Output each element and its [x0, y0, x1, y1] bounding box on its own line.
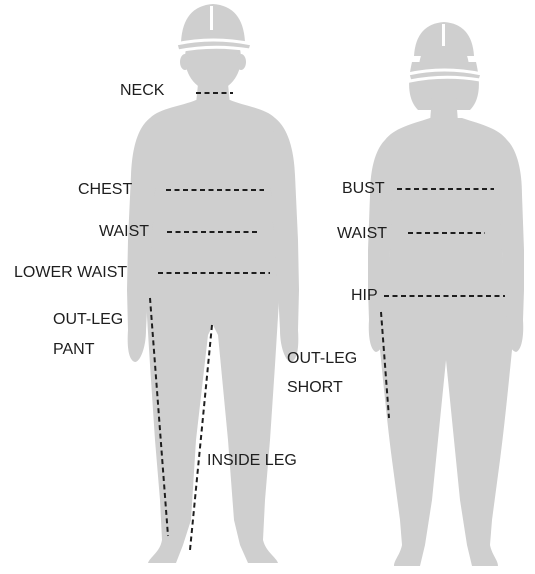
female-waist-label: WAIST	[337, 224, 387, 244]
waist-label: WAIST	[99, 222, 149, 242]
female-body	[379, 118, 513, 566]
out-leg-short-label-line1: OUT-LEG	[287, 349, 357, 369]
chest-label: CHEST	[78, 180, 132, 200]
hard-hat-icon	[176, 4, 252, 51]
lower-waist-label: LOWER WAIST	[14, 263, 127, 283]
female-figure	[368, 22, 524, 566]
male-body	[142, 100, 283, 563]
inside-leg-label: INSIDE LEG	[207, 451, 297, 471]
out-leg-short-label-line2: SHORT	[287, 378, 343, 398]
hard-hat-icon	[408, 22, 482, 81]
neck-label: NECK	[120, 81, 164, 101]
hip-label: HIP	[351, 286, 378, 306]
out-leg-pant-label-line1: OUT-LEG	[53, 310, 123, 330]
bust-label: BUST	[342, 179, 385, 199]
out-leg-pant-label-line2: PANT	[53, 340, 94, 360]
